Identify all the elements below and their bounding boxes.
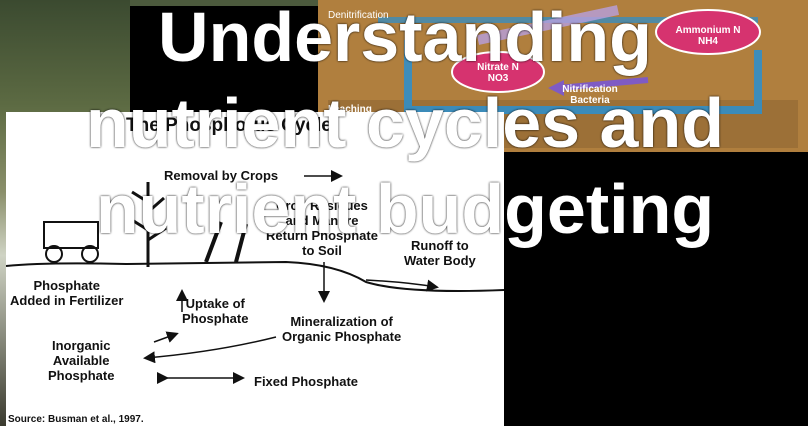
uptake-label: Uptake of Phosphate [182,296,248,326]
source-citation: Source: Busman et al., 1997. [8,412,144,426]
fixed-phosphate-label: Fixed Phosphate [254,374,358,389]
uptake-line-2: Phosphate [182,311,248,326]
slide-title: Understanding nutrient cycles and nutrie… [40,0,770,252]
mineralization-line-1: Mineralization of [290,314,393,329]
mineralization-line-2: Organic Phosphate [282,329,401,344]
runoff-line-2: Water Body [404,253,476,268]
uptake-line-1: Uptake of [186,296,245,311]
runoff-arrow [366,280,436,287]
uptake-arrow [154,334,176,342]
fertilizer-line-1: Phosphate [33,278,99,293]
mineralization-arrow [146,337,276,358]
inorganic-line-3: Phosphate [48,368,114,383]
inorganic-line-2: Available [53,353,110,368]
inorganic-line-1: Inorganic [52,338,111,353]
fertilizer-label: Phosphate Added in Fertilizer [10,278,123,308]
fertilizer-line-2: Added in Fertilizer [10,293,123,308]
mineralization-label: Mineralization of Organic Phosphate [282,314,401,344]
inorganic-label: Inorganic Available Phosphate [48,338,114,383]
